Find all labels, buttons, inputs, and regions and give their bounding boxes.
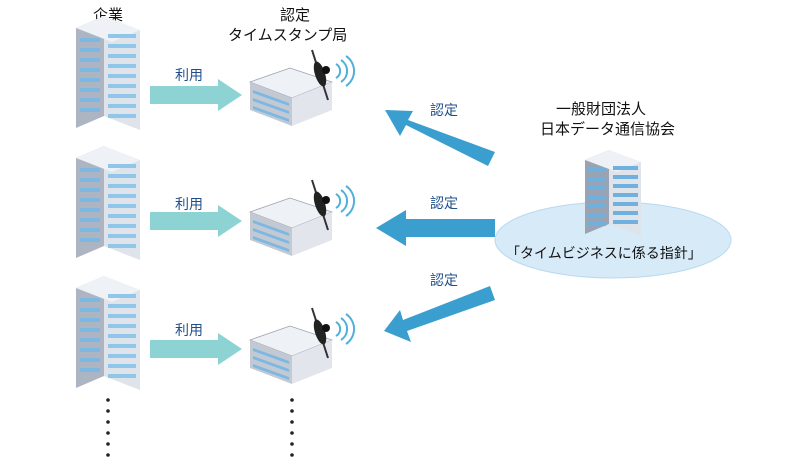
org-line2: 日本データ通信協会 [540, 120, 676, 138]
certify-arrow-2 [376, 210, 495, 246]
org-building [585, 150, 641, 236]
tsa-server-1 [249, 49, 356, 127]
tsa-header-line2: タイムスタンプ局 [228, 26, 348, 44]
usage-arrow-2 [150, 205, 242, 237]
tsa-header-line1: 認定 [280, 6, 311, 24]
org-line1: 一般財団法人 [556, 100, 647, 118]
company-building-1 [76, 16, 140, 130]
certify-label-1: 認定 [430, 103, 458, 119]
continuation-dots-tsa [290, 398, 294, 457]
certify-label-3: 認定 [430, 273, 458, 289]
company-building-3 [76, 276, 140, 390]
usage-label-2: 利用 [175, 197, 203, 213]
tsa-server-2 [249, 179, 356, 257]
usage-label-1: 利用 [175, 68, 203, 84]
guideline-label: 「タイムビジネスに係る指針」 [506, 246, 702, 262]
usage-arrow-1 [150, 79, 242, 111]
tsa-server-3 [249, 307, 356, 385]
usage-arrow-3 [150, 333, 242, 365]
company-building-2 [76, 146, 140, 260]
continuation-dots-companies [106, 398, 110, 457]
certify-arrow-3 [384, 286, 495, 342]
certify-label-2: 認定 [430, 196, 458, 212]
usage-label-3: 利用 [175, 323, 203, 339]
certify-arrow-1 [385, 110, 495, 166]
